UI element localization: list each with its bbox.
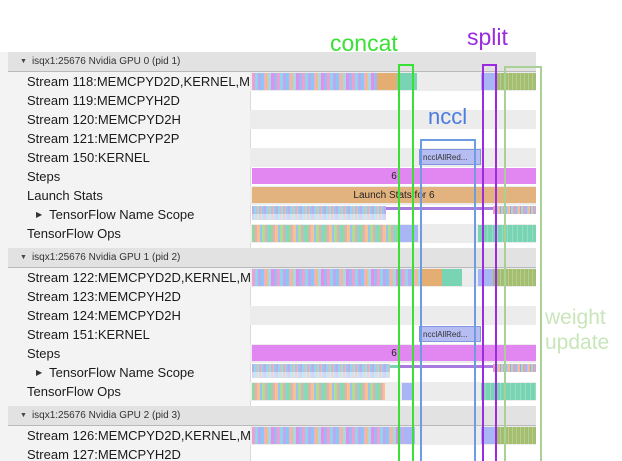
trace-event-segment[interactable] [493,206,536,214]
trace-event-segment[interactable] [400,365,536,368]
row-tf-ops-label: TensorFlow Ops [27,226,121,241]
row-stream-118-label: Stream 118:MEMCPYD2D,KERNEL,ME [27,74,250,89]
process-header-label: isqx1:25676 Nvidia GPU 0 (pid 1) [31,56,181,67]
collapse-arrow-icon[interactable]: ▼ [20,58,27,65]
trace-event-segment[interactable] [252,364,390,378]
expand-arrow-icon[interactable]: ▶ [36,210,43,219]
process-header[interactable]: ▼ isqx1:25676 Nvidia GPU 0 (pid 1) [8,52,536,72]
trace-event-segment[interactable] [252,206,386,220]
collapse-arrow-icon[interactable]: ▼ [20,412,27,419]
trace-event-segment[interactable] [377,73,397,90]
trace-event-segment[interactable] [397,73,417,90]
row-stream-124-label: Stream 124:MEMCPYD2H [27,308,181,323]
row-stream-119-label: Stream 119:MEMCPYH2D [27,93,180,108]
trace-event-segment[interactable] [493,364,536,372]
trace-event-segment[interactable] [252,225,400,242]
launch-stats-bar[interactable]: Launch Stats for 6 [252,187,536,203]
trace-event-segment[interactable] [400,225,418,242]
trace-event-segment[interactable] [481,383,536,400]
trace-event-segment[interactable] [421,269,442,286]
process-header-label: isqx1:25676 Nvidia GPU 1 (pid 2) [31,252,181,263]
trace-event-segment[interactable] [478,225,536,242]
row-tf-ops-label: TensorFlow Ops [27,384,121,399]
trace-event-segment[interactable] [481,427,497,444]
trace-event-segment[interactable] [252,207,536,210]
row-tf-name-scope-label[interactable]: ▶TensorFlow Name Scope [36,207,195,222]
row-steps-label: Steps [27,346,61,361]
row-stream-122-label: Stream 122:MEMCPYD2D,KERNEL,MI [27,270,250,285]
row-stream-120-label: Stream 120:MEMCPYD2H [27,112,181,127]
row-stream-127-label: Stream 127:MEMCPYH2D [27,447,181,461]
expand-arrow-icon[interactable]: ▶ [36,368,43,377]
trace-event-segment[interactable] [497,73,536,90]
trace-event-segment[interactable] [481,73,497,90]
annotation-weight-update-label: weight update [545,306,610,355]
trace-event-segment[interactable] [252,73,377,90]
row-stream-150-label: Stream 150:KERNEL [27,150,150,165]
row-tf-name-scope-label[interactable]: ▶TensorFlow Name Scope [36,365,195,380]
trace-event-segment[interactable] [478,269,493,286]
row-stripe [250,148,536,167]
nccl-allreduce-bar[interactable]: ncclAllRed... [419,149,481,165]
trace-event-segment[interactable] [252,427,403,444]
annotation-nccl-label: nccl [428,104,468,129]
row-stream-121-label: Stream 121:MEMCPYP2P [27,131,180,146]
annotation-concat-label: concat [330,30,398,56]
process-header[interactable]: ▼ isqx1:25676 Nvidia GPU 1 (pid 2) [8,248,536,268]
trace-event-segment[interactable] [442,269,462,286]
trace-event-segment[interactable] [497,427,536,444]
steps-bar[interactable]: 6 [252,168,536,184]
annotation-split-label: split [467,24,508,50]
trace-event-segment[interactable] [403,427,415,444]
trace-event-segment[interactable] [493,269,536,286]
row-stream-126-label: Stream 126:MEMCPYD2D,KERNEL,MI [27,428,250,443]
row-launch-stats-label: Launch Stats [27,188,103,203]
process-header-label: isqx1:25676 Nvidia GPU 2 (pid 3) [31,410,181,421]
row-stripe [250,110,536,129]
collapse-arrow-icon[interactable]: ▼ [20,254,27,261]
nccl-allreduce-bar[interactable]: ncclAllRed... [419,326,481,342]
row-steps-label: Steps [27,169,61,184]
trace-event-segment[interactable] [252,269,421,286]
row-stream-151-label: Stream 151:KERNEL [27,327,150,342]
trace-event-segment[interactable] [252,383,385,400]
row-stream-123-label: Stream 123:MEMCPYH2D [27,289,181,304]
row-stripe [250,306,536,325]
steps-bar[interactable]: 6 [252,345,536,361]
process-header[interactable]: ▼ isqx1:25676 Nvidia GPU 2 (pid 3) [8,406,536,426]
trace-event-segment[interactable] [402,383,412,400]
